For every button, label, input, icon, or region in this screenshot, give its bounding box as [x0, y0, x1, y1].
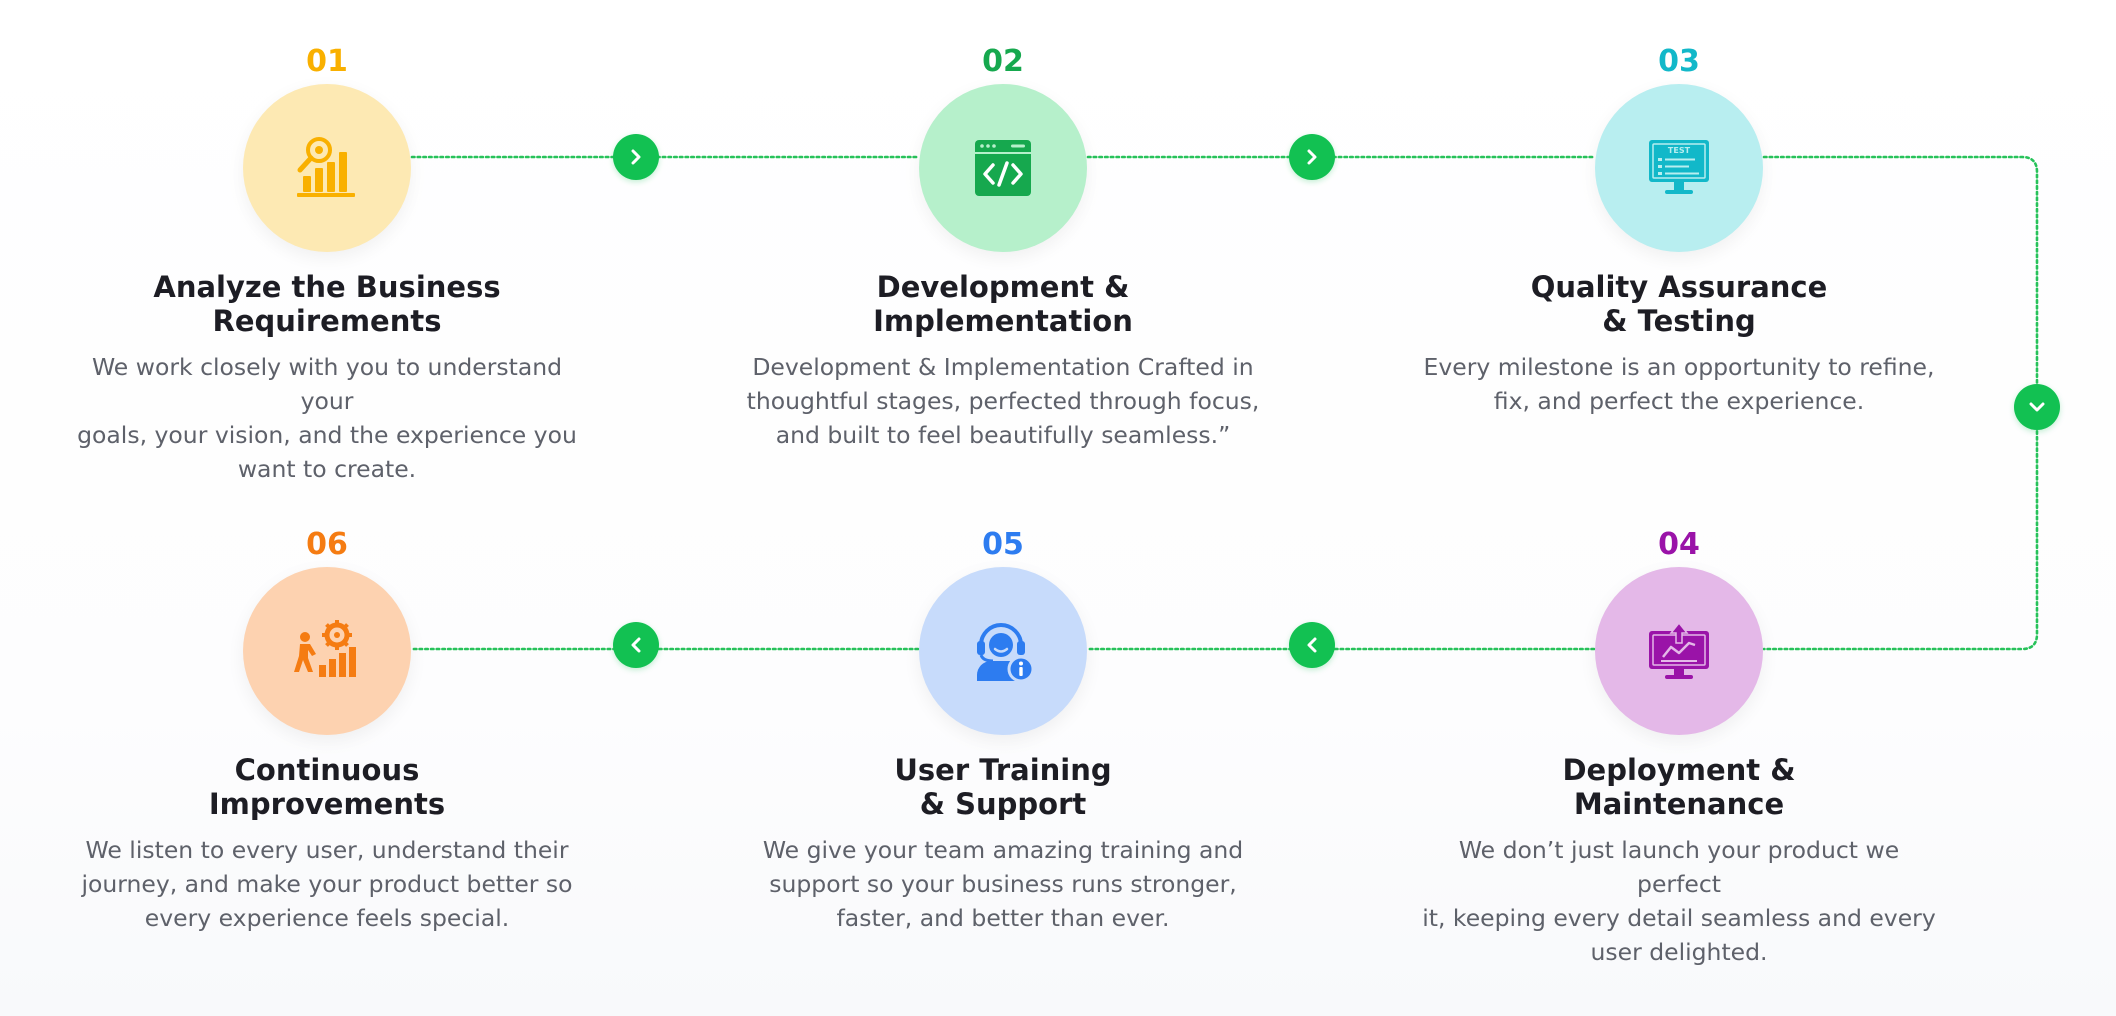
step-description: We give your team amazing training and s… — [762, 836, 1244, 932]
next-step-button-2[interactable] — [1289, 134, 1335, 180]
step-icon-circle — [919, 84, 1087, 252]
next-step-button-4[interactable] — [1289, 622, 1335, 668]
step-description: Development & Implementation Crafted in … — [746, 353, 1260, 449]
chevron-right-icon — [1307, 149, 1317, 165]
next-step-button-5[interactable] — [613, 622, 659, 668]
chevron-left-icon — [631, 637, 641, 653]
growth-gear-icon — [294, 620, 356, 677]
step-number: 06 — [306, 527, 348, 562]
chevron-right-icon — [631, 149, 641, 165]
chevron-left-icon — [1307, 637, 1317, 653]
svg-text:TEST: TEST — [1668, 146, 1691, 155]
step-number: 02 — [982, 44, 1024, 79]
step-icon-circle: TEST — [1595, 84, 1763, 252]
step-icon-circle — [243, 84, 411, 252]
step-number: 04 — [1658, 527, 1700, 562]
step-description: We work closely with you to understand y… — [77, 353, 577, 483]
step-title: User Training & Support — [894, 753, 1112, 821]
next-step-button-1[interactable] — [613, 134, 659, 180]
step-number: 03 — [1658, 44, 1700, 79]
analytics-magnifier-icon — [297, 137, 355, 197]
step-description: We don’t just launch your product we per… — [1422, 836, 1936, 966]
step-title: Continuous Improvements — [208, 753, 446, 821]
step-icon-circle — [919, 567, 1087, 735]
step-description: We listen to every user, understand thei… — [81, 836, 573, 932]
step-icon-circle — [1595, 567, 1763, 735]
code-window-icon — [975, 140, 1031, 196]
step-number: 01 — [306, 44, 348, 79]
step-icon-circle — [243, 567, 411, 735]
chevron-down-icon — [2029, 402, 2045, 412]
next-step-button-3[interactable] — [2014, 384, 2060, 430]
step-number: 05 — [982, 527, 1024, 562]
step-title: Development & Implementation — [873, 270, 1133, 338]
step-title: Deployment & Maintenance — [1562, 753, 1796, 821]
support-agent-icon — [977, 623, 1035, 683]
step-title: Analyze the Business Requirements — [153, 270, 501, 338]
step-description: Every milestone is an opportunity to ref… — [1423, 353, 1935, 415]
test-monitor-icon: TEST — [1649, 140, 1709, 194]
deploy-monitor-icon — [1649, 621, 1709, 679]
step-title: Quality Assurance & Testing — [1530, 270, 1828, 338]
